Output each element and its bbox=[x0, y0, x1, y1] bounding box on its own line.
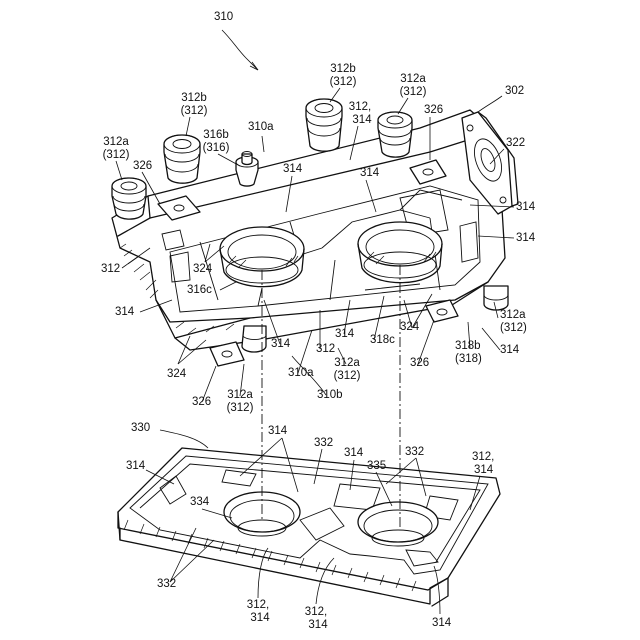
ref-label-l324_a: 324 bbox=[193, 263, 213, 275]
ref-label-l312b_b: 312b bbox=[330, 63, 356, 75]
ref-label-l318bp: (318) bbox=[455, 353, 482, 365]
ref-label-l326_b: 326 bbox=[410, 357, 429, 369]
ref-label-l310a_t: 310a bbox=[248, 121, 274, 133]
ref-label-l312b_a: 312b bbox=[181, 92, 207, 104]
ref-label-l314_m2: 314 bbox=[271, 338, 291, 350]
ref-label-l314_m1: 314 bbox=[335, 328, 355, 340]
ref-label-l324_c: 324 bbox=[167, 368, 187, 380]
ref-label-l332_a: 332 bbox=[314, 437, 333, 449]
ref-label-l312b_bp: (312) bbox=[330, 76, 357, 88]
ref-label-l330: 330 bbox=[131, 422, 150, 434]
ref-label-l316b: 316b bbox=[203, 129, 229, 141]
ref-label-l312a_l: 312a bbox=[103, 136, 129, 148]
ref-label-l312_314_b1: 312, bbox=[247, 599, 269, 611]
ref-label-l312_m: 312 bbox=[316, 343, 335, 355]
ref-label-l334: 334 bbox=[190, 496, 210, 508]
ref-label-l312a_b: 312a bbox=[227, 389, 253, 401]
ref-label-l312a_lp: (312) bbox=[103, 149, 130, 161]
port-312b-right bbox=[306, 99, 342, 151]
ref-label-l312_314_t2: 314 bbox=[352, 114, 372, 126]
ref-label-l318c: 318c bbox=[370, 334, 395, 346]
ref-label-l312_314_p: 312, bbox=[472, 451, 494, 463]
ref-label-l302: 302 bbox=[505, 85, 524, 97]
ref-label-l312b_ap: (312) bbox=[181, 105, 208, 117]
ref-label-l314_r2: 314 bbox=[516, 232, 536, 244]
ref-label-l312_314_b2: 312, bbox=[305, 606, 327, 618]
ref-label-l332_c: 332 bbox=[157, 578, 176, 590]
tab-326-bottom-left bbox=[210, 342, 244, 366]
ref-label-l318b: 318b bbox=[455, 340, 481, 352]
ref-label-l326_l: 326 bbox=[133, 160, 152, 172]
ref-label-l312_314_b2b: 314 bbox=[308, 619, 328, 631]
ref-label-l314_pl: 314 bbox=[126, 460, 146, 472]
ref-label-l314_r1: 314 bbox=[516, 201, 536, 213]
ref-label-l314_t2: 314 bbox=[360, 167, 380, 179]
port-312a-left bbox=[112, 178, 146, 219]
ref-label-l310a_b: 310a bbox=[288, 367, 314, 379]
ref-label-l324_b: 324 bbox=[400, 321, 420, 333]
ref-label-l312a_m: 312a bbox=[334, 357, 360, 369]
port-312a-bottom-right bbox=[484, 286, 508, 310]
ref-label-l310b: 310b bbox=[317, 389, 343, 401]
tab-326-bottom-right bbox=[426, 300, 458, 322]
ref-label-l322: 322 bbox=[506, 137, 525, 149]
ref-label-l312a_r: 312a bbox=[400, 73, 426, 85]
ref-label-l312a_rp: (312) bbox=[400, 86, 427, 98]
ref-label-l312_314_t: 312, bbox=[349, 101, 371, 113]
ref-label-l314_p2: 314 bbox=[344, 447, 364, 459]
port-312a-right bbox=[378, 112, 412, 157]
ref-label-l314_t1: 314 bbox=[283, 163, 303, 175]
ref-label-l312a_mp: (312) bbox=[334, 370, 361, 382]
ref-label-l316c: 316c bbox=[187, 284, 212, 296]
ref-label-l312_l: 312 bbox=[101, 263, 120, 275]
ref-label-l326_bl: 326 bbox=[192, 396, 211, 408]
ref-label-l312_314_p2: 314 bbox=[474, 464, 494, 476]
ref-label-l312a_r2: 312a bbox=[500, 309, 526, 321]
ref-label-l314_pb: 314 bbox=[432, 617, 452, 629]
pin-316b bbox=[236, 152, 258, 187]
ref-label-l335: 335 bbox=[367, 460, 386, 472]
ref-label-l316bp: (316) bbox=[203, 142, 230, 154]
ref-label-l312a_r2p: (312) bbox=[500, 322, 527, 334]
ref-label-l332_b: 332 bbox=[405, 446, 424, 458]
ref-label-l326_r: 326 bbox=[424, 104, 443, 116]
ref-label-l314_rb: 314 bbox=[500, 344, 520, 356]
ref-label-l310: 310 bbox=[214, 11, 233, 23]
ref-label-l312a_bp: (312) bbox=[227, 402, 254, 414]
port-312b-left bbox=[164, 135, 200, 183]
ref-label-l312_314_b1b: 314 bbox=[250, 612, 270, 624]
ref-label-l314_p1: 314 bbox=[268, 425, 288, 437]
ref-label-l314_l: 314 bbox=[115, 306, 135, 318]
